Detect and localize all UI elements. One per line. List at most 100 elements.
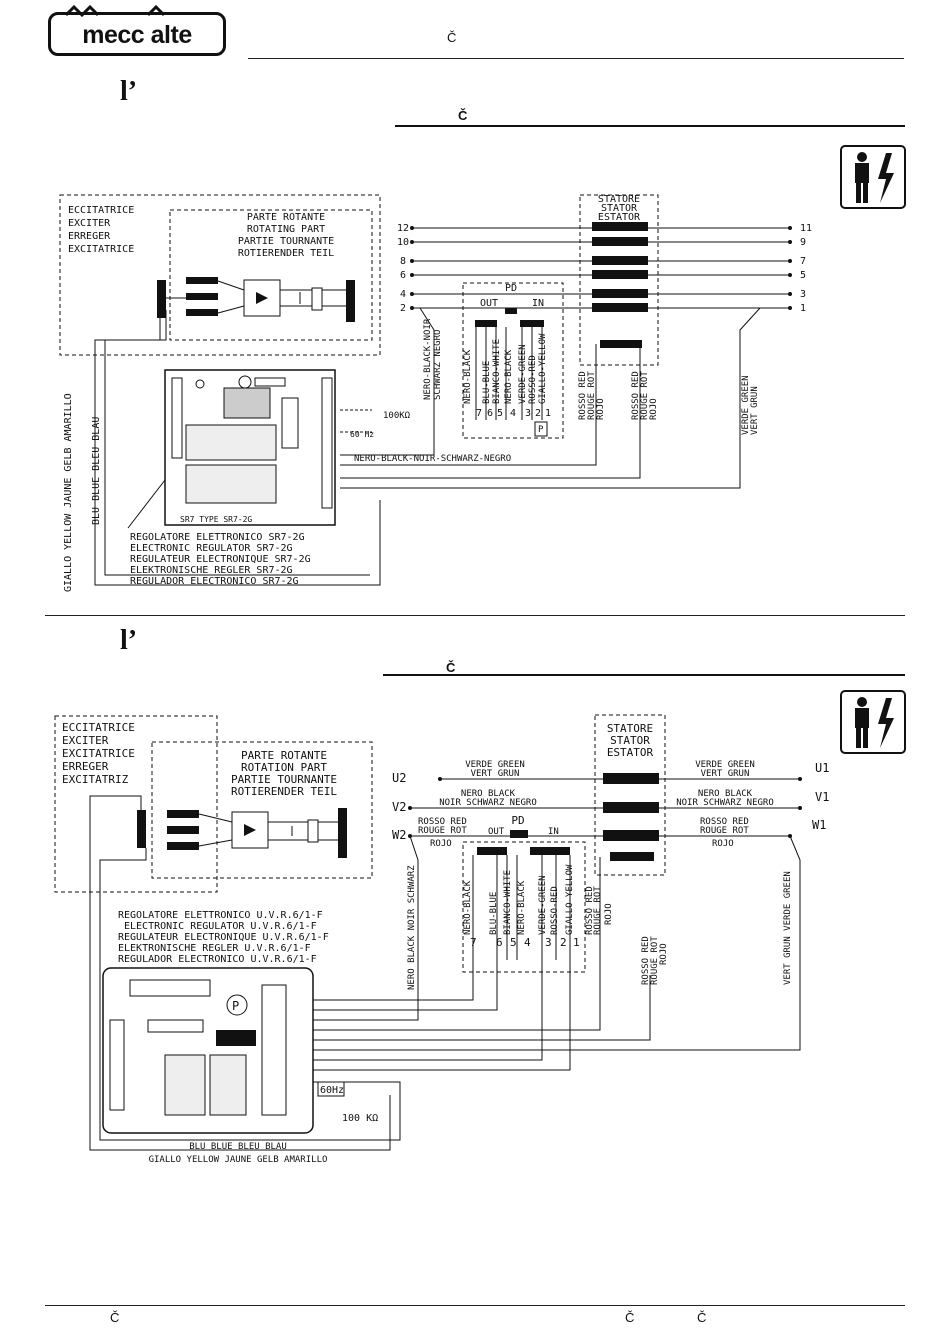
stator-label-1: STATORE: [598, 194, 640, 205]
section2-rule: [383, 674, 905, 676]
footer-rule: [45, 1305, 905, 1306]
wire-num-3: 3: [525, 408, 531, 419]
wire2-num-5: 5: [510, 936, 517, 949]
rotating-label-3: PARTIE TOURNANTE: [238, 236, 334, 247]
wire-col-7: GIALLO-YELLOW: [538, 333, 548, 404]
red-stator-3: ROJO: [604, 903, 614, 925]
section-divider: [45, 615, 905, 616]
stator2-label-2: STATOR: [610, 734, 650, 747]
terminal-right-7: 7: [800, 256, 806, 267]
u-right-2: VERT GRUN: [701, 769, 750, 779]
wire-num-5: 5: [497, 408, 503, 419]
rotating2-label-4: ROTIERENDER TEIL: [231, 785, 337, 798]
footer-right-char-1: Č: [625, 1310, 635, 1325]
reg2-label-2: ELECTRONIC REGULATOR U.V.R.6/1-F: [124, 921, 317, 932]
rotating-part-box: [169, 209, 373, 341]
reg-label-4: ELEKTRONISCHE REGLER SR7-2G: [130, 565, 293, 576]
reg2-label-3: REGULATEUR ELECTRONIQUE U.V.R.6/1-F: [118, 932, 329, 943]
black-wire-label-1: NERO-BLACK-NOIR: [423, 318, 433, 400]
exciter-label-1: ECCITATRICE: [68, 205, 134, 216]
pd2-in: IN: [548, 827, 559, 837]
red-vertical-1: ROSSO RED: [641, 936, 651, 985]
wire2-col-1: NERO-BLACK: [463, 880, 473, 935]
exciter-coils: [157, 277, 355, 322]
pd2-label: PD: [511, 814, 524, 827]
w-left-2: ROUGE ROT: [418, 826, 467, 836]
green-right-1: VERDE GREEN: [741, 375, 751, 435]
wire-col-5: VERDE-GREEN: [518, 344, 528, 404]
hz-label: 60 Hz: [350, 430, 374, 439]
red-vertical-2: ROUGE ROT: [650, 936, 660, 985]
u-right-1: VERDE GREEN: [695, 760, 755, 770]
wire2-num-1: 1: [573, 936, 580, 949]
red-right-1: ROSSO RED: [631, 371, 641, 420]
red-stator-2: ROUGE ROT: [593, 886, 603, 935]
black-vertical-2: NERO BLACK NOIR SCHWARZ: [407, 865, 417, 990]
section2-mark: l’: [120, 625, 138, 656]
exciter2-label-5: EXCITATRIZ: [62, 773, 129, 786]
phase-w1: W1: [812, 818, 826, 832]
rotating2-label-1: PARTE ROTANTE: [241, 749, 327, 762]
rotating-label-4: ROTIERENDER TEIL: [238, 248, 334, 259]
board-label: SR7 TYPE SR7-2G: [180, 515, 252, 524]
wire2-col-5: VERDE-GREEN: [538, 875, 548, 935]
terminal-right-9: 9: [800, 237, 806, 248]
stator-label-2: STATOR: [601, 203, 638, 214]
terminal-right-3: 3: [800, 289, 806, 300]
reg2-label-4: ELEKTRONISCHE REGLER U.V.R.6/1-F: [118, 943, 311, 954]
red-vertical-3: ROJO: [659, 943, 669, 965]
phase-v1: V1: [815, 790, 829, 804]
yellow-wire-2: GIALLO YELLOW JAUNE GELB AMARILLO: [149, 1155, 328, 1165]
phase-lines-1: [412, 227, 790, 309]
rotating-part-box-2: [151, 741, 373, 879]
exciter2-label-1: ECCITATRICE: [62, 721, 135, 734]
red-left-2: ROUGE ROT: [587, 371, 597, 420]
exciter-label-4: EXCITATRICE: [68, 244, 134, 255]
wire-col-1: NERO-BLACK: [463, 349, 473, 404]
wire2-col-7: GIALLO-YELLOW: [565, 864, 575, 935]
reg-label-2: ELECTRONIC REGULATOR SR7-2G: [130, 543, 293, 554]
exciter2-label-3: EXCITATRICE: [62, 747, 135, 760]
pd-out-label: OUT: [480, 298, 498, 309]
phase-w2: W2: [392, 828, 406, 842]
meccalte-crown-logo-icon: [107, 17, 169, 27]
logo-crown-decoration: [64, 4, 166, 18]
terminal-left-10: 10: [397, 237, 409, 248]
wire-num-6: 6: [487, 408, 493, 419]
terminal-left-8: 8: [400, 256, 406, 267]
phase-dots-1: [410, 226, 792, 310]
wire-num-7: 7: [476, 408, 482, 419]
rotating2-label-3: PARTIE TOURNANTE: [231, 773, 337, 786]
terminal-left-12: 12: [397, 223, 409, 234]
stator2-label-3: ESTATOR: [607, 746, 654, 759]
wire-num-4: 4: [510, 408, 516, 419]
phase-lines-2: [410, 778, 800, 837]
phase-u2: U2: [392, 771, 406, 785]
rotating2-label-2: ROTATION PART: [241, 761, 327, 774]
pot2-p-label: P: [232, 999, 239, 1013]
terminal-left-6: 6: [400, 270, 406, 281]
wire2-col-6: ROSSO-RED: [550, 886, 560, 935]
red-right-3: ROJO: [649, 398, 659, 420]
wire2-num-7: 7: [470, 936, 477, 949]
pd-label: PD: [505, 283, 517, 294]
w-right-2: ROUGE ROT: [700, 826, 749, 836]
wire-num-2: 2: [535, 408, 541, 419]
wires-1: [94, 307, 761, 586]
exciter-box: [59, 194, 381, 356]
section1-mark: l’: [120, 76, 138, 107]
pd2-out: OUT: [488, 827, 505, 837]
pd-element-1: [475, 308, 544, 327]
reg-label-1: REGOLATORE ELETTRONICO SR7-2G: [130, 532, 305, 543]
wires-2: [99, 835, 801, 1141]
wire2-num-2: 2: [560, 936, 567, 949]
stator-windings-2: [603, 773, 659, 861]
res2-label: 100 KΩ: [342, 1113, 378, 1124]
wiring-diagram-sr7: ECCITATRICE EXCITER ERREGER EXCITATRICE …: [59, 194, 812, 592]
terminal-left-4: 4: [400, 289, 406, 300]
red-right-2: ROUGE ROT: [640, 371, 650, 420]
header-rule: [248, 58, 904, 59]
terminal-right-5: 5: [800, 270, 806, 281]
pot-p-label: P: [538, 425, 544, 435]
rotating-label-1: PARTE ROTANTE: [247, 212, 325, 223]
